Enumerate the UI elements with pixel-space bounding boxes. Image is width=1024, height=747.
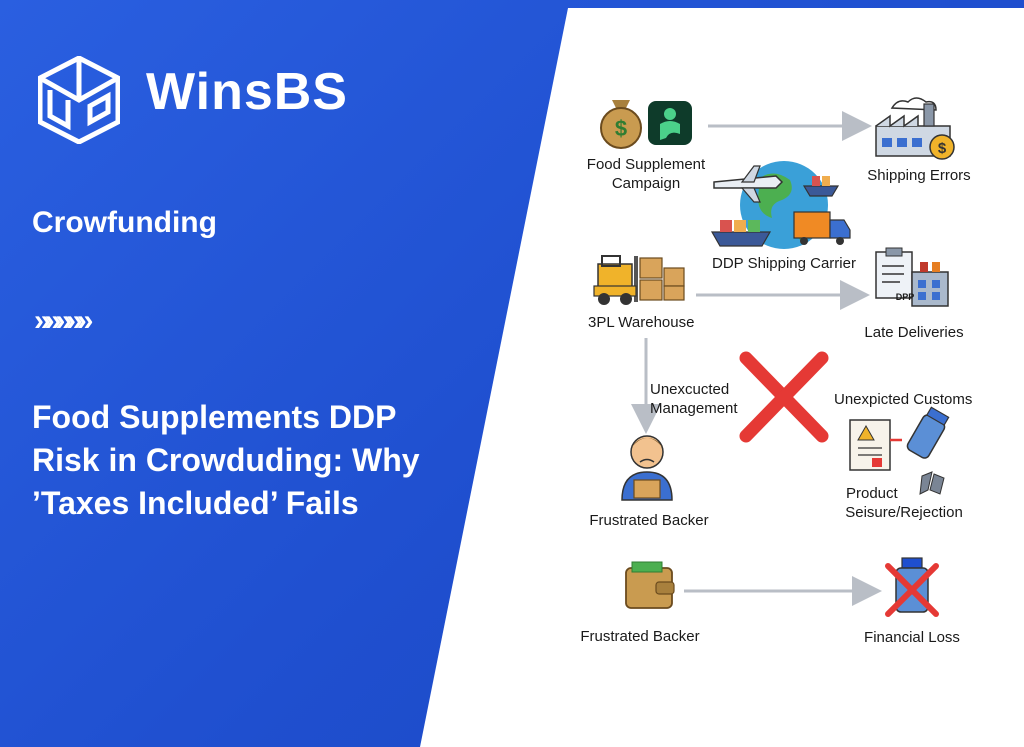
label-management: Unexcucted Management [650,380,738,418]
frustrated-backer-icon [621,435,673,501]
forklift-icon [593,255,685,305]
label-shipping-errors: Shipping Errors [867,167,971,184]
label-management-line1: Unexcucted [650,381,730,398]
label-campaign-line1: Food Supplement [586,156,706,173]
label-campaign-line2: Campaign [611,175,681,192]
big-red-x-icon [739,351,829,443]
broken-pill-icon [919,471,945,495]
svg-text:$: $ [615,116,627,141]
label-backer-1: Frustrated Backer [589,512,709,529]
headline: Food Supplements DDP Risk in Crowduding:… [32,396,472,525]
white-panel [420,8,1024,747]
label-seizure: Product Seisure/Rejection [842,484,966,522]
headline-line-1: Food Supplements DDP [32,399,397,435]
label-customs: Unexpicted Customs [834,391,973,408]
money-bag-icon: $ [600,100,642,149]
label-seizure-line1: Product [846,485,898,502]
label-management-line2: Management [650,400,738,417]
brand-name: WinsBS [146,63,348,121]
label-late-deliveries: Late Deliveries [864,324,964,341]
global-logistics-icon [710,161,851,249]
clipboard-building-icon [875,247,949,307]
tagline: Crowfunding [32,206,217,239]
label-seizure-line2: Seisure/Rejection [845,504,963,521]
crossed-bottle-icon [885,557,939,617]
label-financial-loss: Financial Loss [864,629,960,646]
chevrons-icon: »»»»» [34,304,93,337]
label-warehouse: 3PL Warehouse [588,314,695,331]
headline-line-3: ’Taxes Included’ Fails [32,485,359,521]
winsbs-logo-icon [38,56,120,144]
wallet-icon [625,561,675,609]
label-campaign: Food Supplement Campaign [584,155,708,193]
label-carrier: DDP Shipping Carrier [712,255,856,272]
svg-text:$: $ [938,140,947,157]
crowdfunding-app-icon [648,101,692,145]
factory-icon: $ [875,97,955,160]
label-backer-2: Frustrated Backer [580,628,700,645]
headline-line-2: Risk in Crowduding: Why [32,442,420,478]
supplement-bottle-icon [906,406,950,459]
dpp-badge: DPP [895,292,915,302]
customs-document-icon [849,419,902,471]
